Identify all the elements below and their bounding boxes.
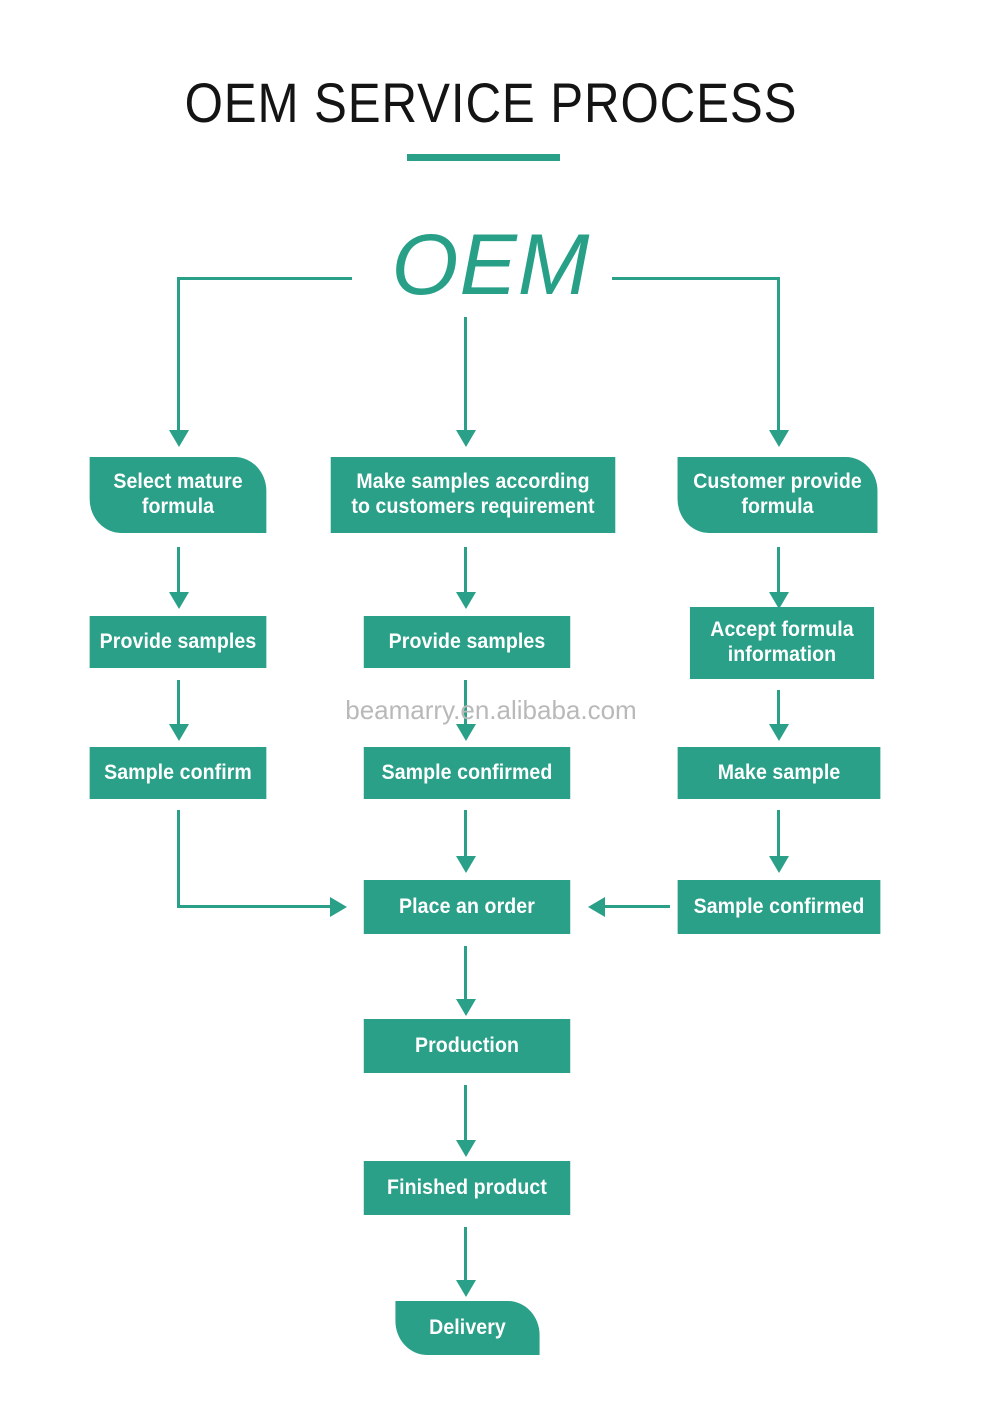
node-delivery[interactable]: Delivery xyxy=(395,1301,540,1355)
node-label: Make samples according to customers requ… xyxy=(351,470,595,518)
node-label: Customer provide formula xyxy=(693,470,862,518)
edge-n6-to-n9-arrowhead xyxy=(769,724,789,741)
node-label: Sample confirmed xyxy=(381,760,553,784)
edge-n7-to-n11-arrowhead xyxy=(330,897,347,917)
edge-oem-to-n2-vertical xyxy=(464,317,467,432)
node-provide-samples-left[interactable]: Provide samples xyxy=(89,616,267,668)
edge-oem-to-n1-vertical xyxy=(177,277,180,432)
node-select-mature-formula[interactable]: Select mature formula xyxy=(89,457,267,533)
node-sample-confirmed-center[interactable]: Sample confirmed xyxy=(363,747,571,799)
edge-n7-to-n11-horizontal xyxy=(177,905,332,908)
edge-n2-to-n5-vertical xyxy=(464,547,467,595)
edge-n8-to-n11-vertical xyxy=(464,810,467,858)
node-label: Select mature formula xyxy=(113,470,243,518)
edge-n9-to-n10-vertical xyxy=(777,810,780,858)
edge-n4-to-n7-vertical xyxy=(177,680,180,728)
edge-n1-to-n4-arrowhead xyxy=(169,592,189,609)
edge-n7-to-n11-vertical xyxy=(177,810,180,908)
node-provide-samples-center[interactable]: Provide samples xyxy=(363,616,571,668)
node-accept-formula-information[interactable]: Accept formula information xyxy=(689,607,875,679)
edge-n12-to-n13-arrowhead xyxy=(456,1140,476,1157)
node-sample-confirm[interactable]: Sample confirm xyxy=(89,747,267,799)
edge-n11-to-n12-vertical xyxy=(464,946,467,1002)
node-label: Make sample xyxy=(717,760,841,784)
node-label: Production xyxy=(414,1033,519,1057)
edge-n13-to-n14-arrowhead xyxy=(456,1280,476,1297)
edge-n5-to-n8-vertical xyxy=(464,680,467,728)
node-finished-product[interactable]: Finished product xyxy=(363,1161,571,1215)
edge-n5-to-n8-arrowhead xyxy=(456,724,476,741)
node-sample-confirmed-right[interactable]: Sample confirmed xyxy=(677,880,881,934)
node-label: Sample confirmed xyxy=(693,894,865,918)
node-label: Delivery xyxy=(429,1315,506,1339)
page-title: OEM SERVICE PROCESS xyxy=(184,71,798,134)
edge-oem-to-n3-horizontal xyxy=(612,277,780,280)
node-production[interactable]: Production xyxy=(363,1019,571,1073)
edge-oem-to-n1-arrowhead xyxy=(169,430,189,447)
node-label: Provide samples xyxy=(388,629,546,653)
oem-logo-text: OEM xyxy=(391,217,591,313)
edge-oem-to-n3-vertical xyxy=(777,277,780,432)
edge-n9-to-n10-arrowhead xyxy=(769,856,789,873)
edge-n13-to-n14-vertical xyxy=(464,1227,467,1282)
node-make-samples-according-to-customers-requirement[interactable]: Make samples according to customers requ… xyxy=(330,457,616,533)
edge-n10-to-n11-arrowhead xyxy=(588,897,605,917)
edge-n11-to-n12-arrowhead xyxy=(456,999,476,1016)
edge-oem-to-n1-horizontal xyxy=(177,277,352,280)
node-label: Sample confirm xyxy=(104,760,252,784)
edge-n3-to-n6-arrowhead xyxy=(769,592,789,609)
edge-n1-to-n4-vertical xyxy=(177,547,180,595)
watermark-text: beamarry.en.alibaba.com xyxy=(345,695,637,725)
node-label: Accept formula information xyxy=(710,618,854,666)
edge-oem-to-n2-arrowhead xyxy=(456,430,476,447)
edge-n8-to-n11-arrowhead xyxy=(456,856,476,873)
node-label: Place an order xyxy=(399,894,535,918)
edge-n4-to-n7-arrowhead xyxy=(169,724,189,741)
title-underline-rule xyxy=(407,154,560,161)
edge-n10-to-n11-horizontal xyxy=(604,905,670,908)
edge-oem-to-n3-arrowhead xyxy=(769,430,789,447)
node-label: Finished product xyxy=(387,1175,547,1199)
edge-n6-to-n9-vertical xyxy=(777,690,780,728)
edge-n3-to-n6-vertical xyxy=(777,547,780,595)
edge-n12-to-n13-vertical xyxy=(464,1085,467,1143)
node-place-an-order[interactable]: Place an order xyxy=(363,880,571,934)
edge-n2-to-n5-arrowhead xyxy=(456,592,476,609)
node-customer-provide-formula[interactable]: Customer provide formula xyxy=(677,457,878,533)
node-make-sample[interactable]: Make sample xyxy=(677,747,881,799)
node-label: Provide samples xyxy=(99,629,257,653)
